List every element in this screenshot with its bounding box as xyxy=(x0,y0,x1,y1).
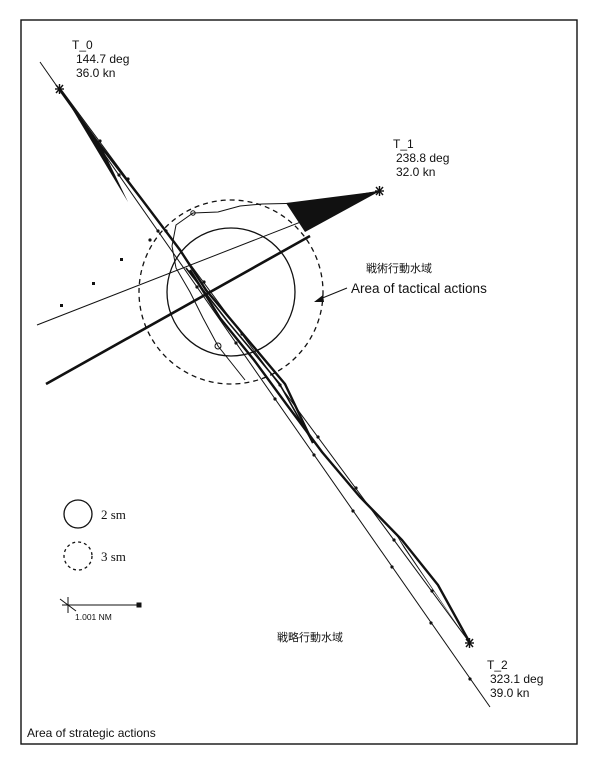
t1-maneuver-track xyxy=(171,190,381,381)
t1-label: T_1 238.8 deg 32.0 kn xyxy=(393,137,449,179)
t1-course-markers xyxy=(60,238,152,307)
t2-ship-symbol xyxy=(465,638,474,648)
t0-course-line xyxy=(39,61,491,708)
t1-maneuver-markers xyxy=(190,210,222,350)
t1-speed: 32.0 kn xyxy=(396,165,435,179)
tactical-area-label-jp: 戦術行動水域 xyxy=(366,261,432,275)
t2-course: 323.1 deg xyxy=(490,672,543,686)
legend-circle-2sm xyxy=(63,499,93,529)
t0-speed: 36.0 kn xyxy=(76,66,115,80)
strategic-area-label-jp: 戦略行動水域 xyxy=(277,630,343,644)
legend-3sm-label: 3 sm xyxy=(101,549,126,564)
t0-swept-area xyxy=(62,92,128,202)
t2-label: T_2 323.1 deg 39.0 kn xyxy=(487,658,543,700)
t0-label: T_0 144.7 deg 36.0 kn xyxy=(72,38,129,80)
t2-maneuver-track xyxy=(188,269,472,644)
legend-scale-label: 1.001 NM xyxy=(75,612,112,622)
t0-id: T_0 xyxy=(72,38,93,52)
t1-ship-symbol xyxy=(375,186,384,196)
diagram-frame xyxy=(20,19,578,745)
t0-course-markers xyxy=(78,117,472,681)
tactical-area-label-en: Area of tactical actions xyxy=(351,281,487,296)
t2-id: T_2 xyxy=(487,658,508,672)
legend-scale-bar xyxy=(59,597,142,613)
legend: 2 sm 3 sm 1.001 NM xyxy=(59,499,142,622)
t1-swept-area xyxy=(286,191,380,232)
t0-ship-symbol xyxy=(55,84,64,94)
legend-2sm-label: 2 sm xyxy=(101,507,126,522)
circle-2sm xyxy=(166,227,296,357)
t0-maneuver-track xyxy=(59,89,315,444)
tactical-area-pointer xyxy=(314,287,348,302)
t0-course: 144.7 deg xyxy=(76,52,129,66)
legend-circle-3sm xyxy=(63,541,93,571)
strategic-area-label-en: Area of strategic actions xyxy=(27,726,156,740)
circle-3sm xyxy=(138,199,324,385)
t1-course: 238.8 deg xyxy=(396,151,449,165)
t2-speed: 39.0 kn xyxy=(490,686,529,700)
t1-id: T_1 xyxy=(393,137,414,151)
avoidance-line xyxy=(45,234,311,386)
t2-swept-area xyxy=(392,528,468,641)
